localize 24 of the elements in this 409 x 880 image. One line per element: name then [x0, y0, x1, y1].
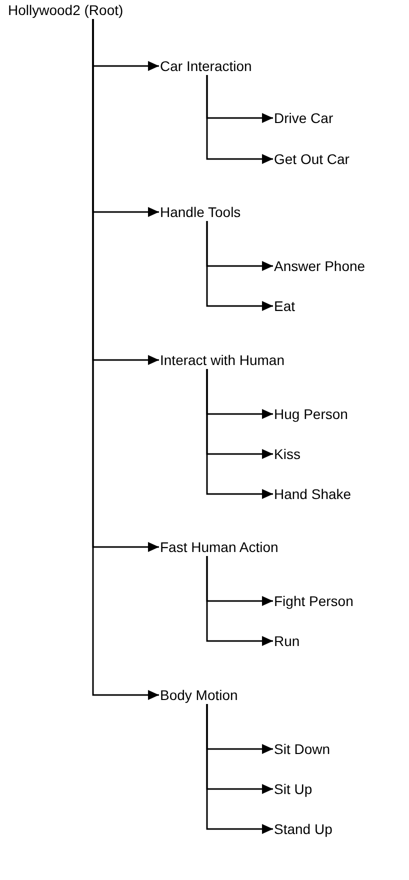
- category-label: Eat: [274, 297, 296, 315]
- category-label: Car Interaction: [160, 57, 252, 75]
- category-label: Stand Up: [274, 820, 332, 838]
- category-label: Fight Person: [274, 592, 354, 610]
- category-label: Fast Human Action: [160, 538, 278, 556]
- category-label: Kiss: [274, 445, 300, 463]
- category-label: Answer Phone: [274, 257, 366, 275]
- category-label: Drive Car: [274, 109, 334, 127]
- category-label: Handle Tools: [160, 203, 241, 221]
- root-label: Hollywood2 (Root): [8, 1, 124, 19]
- arrow: [206, 369, 273, 499]
- category-label: Hand Shake: [274, 485, 352, 503]
- category-label: Get Out Car: [274, 150, 350, 168]
- category-label: Body Motion: [160, 686, 238, 704]
- category-label: Sit Up: [274, 780, 312, 798]
- category-label: Hug Person: [274, 405, 348, 423]
- arrow: [206, 75, 273, 164]
- category-label: Run: [274, 632, 300, 650]
- arrow: [206, 704, 273, 834]
- category-label: Interact with Human: [160, 351, 284, 369]
- arrow: [206, 556, 273, 646]
- category-label: Sit Down: [274, 740, 330, 758]
- arrow: [206, 221, 273, 311]
- arrow: [92, 19, 159, 700]
